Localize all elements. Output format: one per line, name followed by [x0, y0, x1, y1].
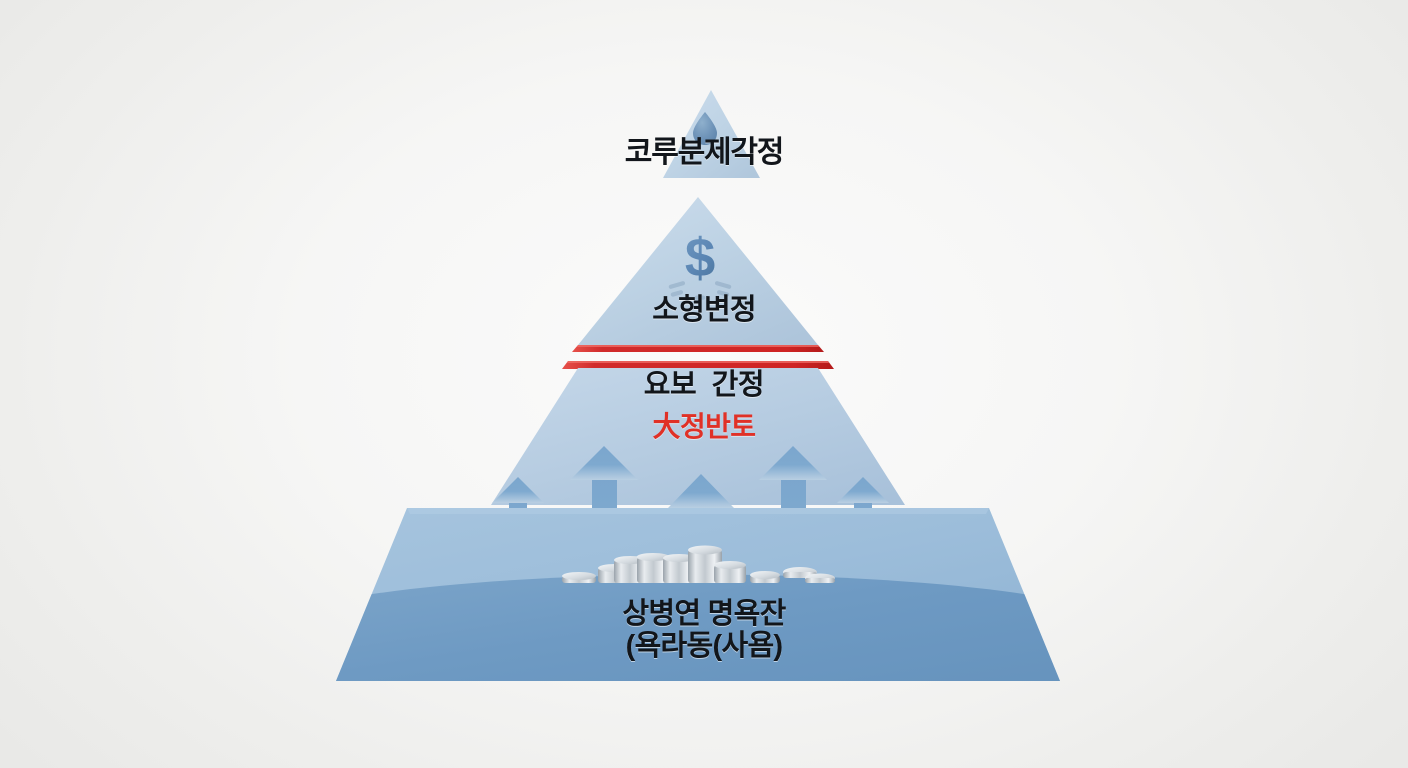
tier-4-label: 상병연 명욕잔(욕라동(사욤)	[0, 598, 1408, 663]
tier-1-label: 코루분제각정	[624, 136, 785, 169]
dollar-sign-icon: $	[668, 228, 732, 300]
coin-stack-8	[750, 571, 780, 583]
coin-stacks	[562, 545, 835, 583]
coin-stack-7	[714, 561, 746, 583]
red-divider-lower	[562, 361, 834, 369]
coin-stack-1	[562, 572, 596, 583]
tier-4-label-line1: 상병연 명욕잔	[622, 598, 786, 630]
coin-stack-9	[783, 567, 835, 583]
tier-3-sublabel: 大정반토	[652, 411, 756, 442]
red-divider-upper	[572, 345, 824, 352]
coin-stack-4	[636, 553, 670, 583]
tier-4-shape	[336, 508, 1060, 681]
coin-stack-6	[688, 545, 722, 583]
tier-3-label: 요보 간정	[643, 369, 765, 401]
tier-1-shape	[663, 90, 760, 178]
coin-stack-5	[663, 554, 695, 583]
tier-2-label: 소형변정	[652, 294, 756, 326]
svg-text:$: $	[685, 228, 715, 289]
tier-4-label-line2: (욕라동(사욤)	[625, 630, 783, 663]
tier-2-shape: $	[578, 197, 818, 345]
water-droplet-icon	[693, 112, 717, 145]
